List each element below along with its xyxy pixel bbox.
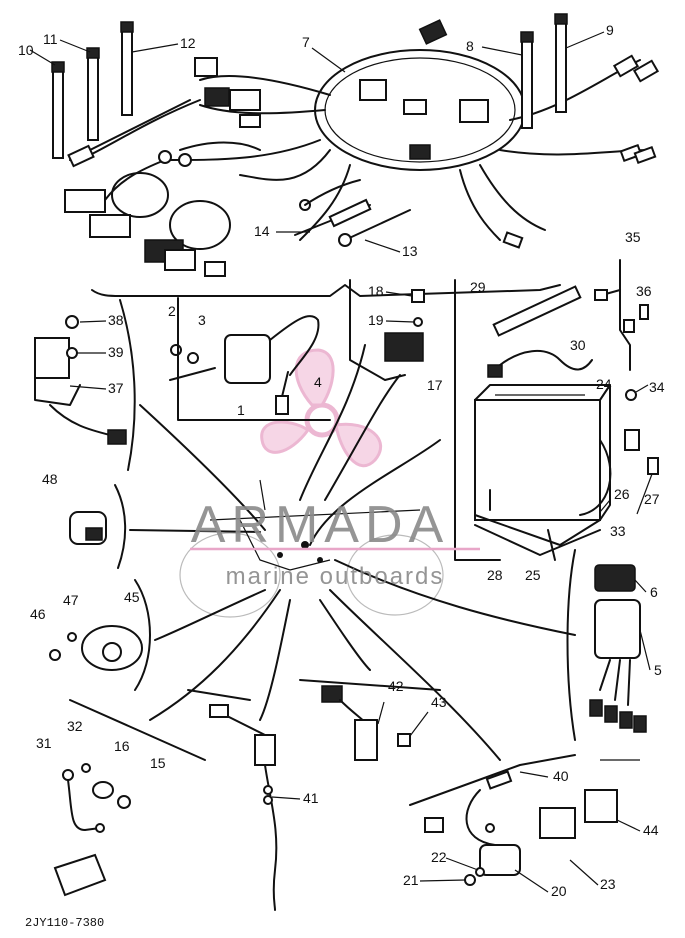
ignition-coil	[169, 315, 320, 415]
callout-labels: 10 11 12 7 8 9 14 13 35 29 36 18 19 17 3…	[18, 22, 665, 899]
callout-18: 18	[368, 283, 384, 299]
callout-7: 7	[302, 34, 310, 50]
callout-leaders	[29, 31, 653, 893]
cdi-unit-5	[589, 599, 647, 733]
callout-34: 34	[649, 379, 665, 395]
callout-13: 13	[402, 243, 418, 259]
callout-11: 11	[43, 31, 58, 47]
cable-ties-right	[520, 13, 568, 129]
callout-6: 6	[650, 584, 658, 600]
callout-35: 35	[625, 229, 641, 245]
callout-39: 39	[108, 344, 124, 360]
switch-42	[299, 679, 441, 761]
callout-32: 32	[67, 718, 83, 734]
starter-relay-assembly	[34, 315, 127, 445]
watermark-brand: ARMADA	[191, 496, 449, 554]
callout-14: 14	[254, 223, 270, 239]
callout-9: 9	[606, 22, 614, 38]
flasher-relay-6	[594, 564, 636, 592]
callout-31: 31	[36, 735, 52, 751]
callout-28: 28	[487, 567, 503, 583]
callout-24: 24	[596, 376, 612, 392]
callout-21: 21	[403, 872, 419, 888]
leader-lines	[129, 344, 576, 761]
callout-3: 3	[198, 312, 206, 328]
callout-26: 26	[614, 486, 630, 502]
callout-30: 30	[570, 337, 586, 353]
rectifier-regulator	[384, 289, 425, 362]
callout-8: 8	[466, 38, 474, 54]
callout-22: 22	[431, 849, 447, 865]
callout-4: 4	[314, 374, 322, 390]
callout-33: 33	[610, 523, 626, 539]
diagram-code: 2JY110-7380	[25, 916, 104, 930]
armada-logo-icon	[260, 348, 383, 468]
callout-46: 46	[30, 606, 46, 622]
watermark-tagline: marine outboards	[226, 563, 445, 590]
frame-outline	[179, 479, 444, 618]
callout-19: 19	[368, 312, 384, 328]
callout-1: 1	[237, 402, 245, 418]
cable-ties-left	[51, 21, 191, 168]
callout-5: 5	[654, 662, 662, 678]
callout-43: 43	[431, 694, 447, 710]
sender-cable	[187, 689, 278, 911]
ignition-switch-assembly	[409, 754, 640, 886]
callout-45: 45	[124, 589, 140, 605]
neutral-switch-lead	[53, 699, 206, 897]
callout-38: 38	[108, 312, 124, 328]
relay-48	[69, 511, 107, 545]
callout-41: 41	[303, 790, 319, 806]
callout-10: 10	[18, 42, 34, 58]
callout-44: 44	[643, 822, 659, 838]
callout-37: 37	[108, 380, 124, 396]
callout-23: 23	[600, 876, 616, 892]
callout-48: 48	[42, 471, 58, 487]
callout-25: 25	[525, 567, 541, 583]
callout-20: 20	[551, 883, 567, 899]
callout-2: 2	[168, 303, 176, 319]
callout-36: 36	[636, 283, 652, 299]
callout-16: 16	[114, 738, 130, 754]
callout-15: 15	[150, 755, 166, 771]
callout-40: 40	[553, 768, 569, 784]
battery	[474, 384, 611, 556]
horn	[49, 625, 143, 671]
callout-27: 27	[644, 491, 660, 507]
callout-47: 47	[63, 592, 79, 608]
callout-17: 17	[427, 377, 443, 393]
callout-12: 12	[180, 35, 196, 51]
callout-42: 42	[388, 678, 404, 694]
main-wire-harness	[64, 19, 660, 277]
callout-29: 29	[470, 279, 486, 295]
